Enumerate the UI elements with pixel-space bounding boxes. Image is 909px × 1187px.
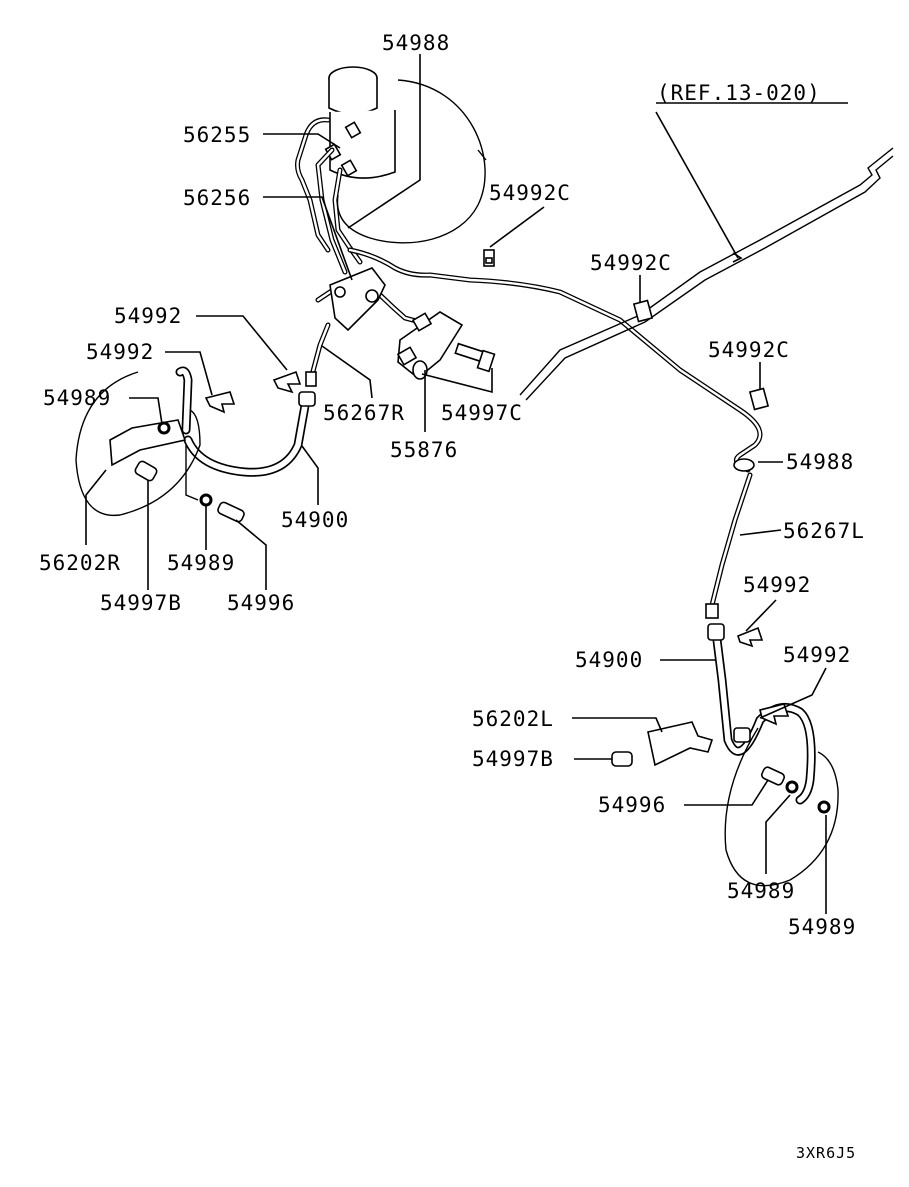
callout-54992c-b: 54992C	[590, 251, 672, 275]
clip-54992c-a	[483, 249, 495, 267]
callout-56255: 56255	[183, 123, 251, 147]
callout-54996-b: 54996	[598, 793, 666, 817]
callout-54989-c: 54989	[727, 879, 795, 903]
callout-56267l: 56267L	[783, 519, 865, 543]
callout-54988-right: 54988	[786, 450, 854, 474]
callout-54989-a: 54989	[43, 386, 111, 410]
callout-54997b-b: 54997B	[472, 747, 554, 771]
callout-54992-b: 54992	[86, 340, 154, 364]
wheel-assembly-right	[724, 727, 839, 887]
junction-block	[329, 267, 386, 332]
callout-55876: 55876	[390, 438, 458, 462]
clip-54992c-c	[748, 387, 770, 411]
hose-54900-left	[175, 366, 317, 477]
bolt-54996-left	[217, 501, 245, 523]
bracket-56202l	[647, 721, 714, 767]
bolt-54997c	[454, 342, 496, 373]
bolt-54997b-left	[134, 460, 158, 482]
washer-54989-right-b	[817, 800, 831, 814]
callout-54992c-c: 54992C	[708, 338, 790, 362]
callout-54989-b: 54989	[167, 551, 235, 575]
brake-booster	[336, 79, 487, 244]
reference-label: (REF.13-020)	[657, 81, 821, 105]
callout-54992-a: 54992	[114, 304, 182, 328]
callout-54996-a: 54996	[227, 591, 295, 615]
ref-13-020-lines	[519, 147, 894, 401]
callout-54900-a: 54900	[281, 508, 349, 532]
callout-54997b-a: 54997B	[100, 591, 182, 615]
clip-54988-right	[733, 458, 755, 472]
clip-54992c-b	[632, 299, 654, 323]
callout-labels: 54988 56255 56256 54992C (REF.13-020) 54…	[39, 31, 865, 1162]
callout-54900-b: 54900	[575, 648, 643, 672]
callout-54992c-a: 54992C	[489, 181, 571, 205]
washer-54989-left-a	[157, 421, 171, 435]
bolt-54996-right	[761, 766, 785, 786]
diagram-code: 3XR6J5	[796, 1144, 856, 1162]
leader-lines	[85, 54, 848, 914]
callout-54992-c: 54992	[743, 573, 811, 597]
bolt-54997b-right	[611, 751, 633, 767]
callout-54997c: 54997C	[441, 401, 523, 425]
callout-56202l: 56202L	[472, 707, 554, 731]
callout-54988-top: 54988	[382, 31, 450, 55]
callout-56202r: 56202R	[39, 551, 121, 575]
washer-54989-right-a	[785, 780, 799, 794]
brake-fluid-reservoir	[328, 66, 396, 179]
callout-56256: 56256	[183, 186, 251, 210]
callout-54989-d: 54989	[788, 915, 856, 939]
callout-54992-d: 54992	[783, 643, 851, 667]
brake-pipes	[295, 117, 763, 608]
callout-56267r: 56267R	[323, 401, 405, 425]
clip-54992-left	[204, 370, 302, 414]
washer-54989-left-b	[199, 493, 213, 507]
hose-54900-right	[705, 603, 816, 805]
proportioning-valve-55876	[396, 311, 464, 380]
